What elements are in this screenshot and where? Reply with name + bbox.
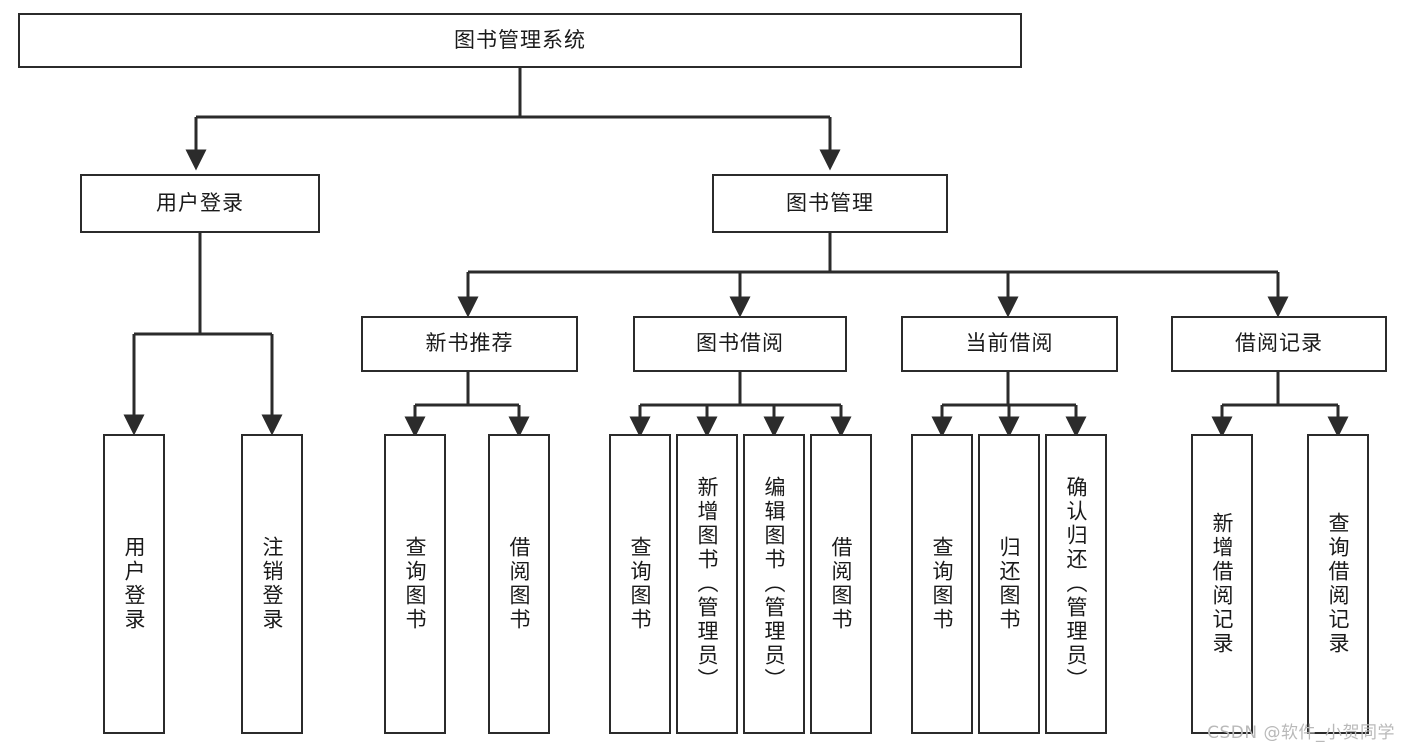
node-borrow-records-label: 借阅记录	[1235, 331, 1323, 356]
node-leaf-borrow-book-new[interactable]: 借阅图书	[488, 434, 550, 734]
node-leaf-borrow-book-new-label: 借阅图书	[507, 536, 532, 632]
node-book-borrow[interactable]: 图书借阅	[633, 316, 847, 372]
node-leaf-logout-label: 注销登录	[260, 536, 285, 632]
node-leaf-query-book-borrow-label: 查询图书	[628, 536, 653, 632]
node-leaf-query-book-new[interactable]: 查询图书	[384, 434, 446, 734]
node-leaf-query-book-current-label: 查询图书	[930, 536, 955, 632]
node-leaf-query-book-current[interactable]: 查询图书	[911, 434, 973, 734]
node-leaf-add-book-admin-label: 新增图书（管理员）	[695, 476, 720, 692]
node-leaf-confirm-return-admin[interactable]: 确认归还（管理员）	[1045, 434, 1107, 734]
node-leaf-query-borrow-record[interactable]: 查询借阅记录	[1307, 434, 1369, 734]
node-book-management[interactable]: 图书管理	[712, 174, 948, 233]
node-leaf-query-book-new-label: 查询图书	[403, 536, 428, 632]
node-leaf-query-borrow-record-label: 查询借阅记录	[1326, 512, 1351, 656]
node-new-book-recommend-label: 新书推荐	[425, 331, 514, 356]
node-leaf-add-borrow-record-label: 新增借阅记录	[1210, 512, 1235, 656]
node-current-borrow[interactable]: 当前借阅	[901, 316, 1118, 372]
node-borrow-records[interactable]: 借阅记录	[1171, 316, 1387, 372]
node-leaf-return-book-label: 归还图书	[997, 536, 1022, 632]
node-current-borrow-label: 当前借阅	[965, 331, 1054, 356]
node-leaf-confirm-return-admin-label: 确认归还（管理员）	[1064, 476, 1089, 692]
node-user-login-label: 用户登录	[156, 190, 244, 215]
node-book-borrow-label: 图书借阅	[696, 331, 784, 356]
node-user-login[interactable]: 用户登录	[80, 174, 320, 233]
node-leaf-borrow-book-label: 借阅图书	[829, 536, 854, 632]
node-root[interactable]: 图书管理系统	[18, 13, 1022, 68]
node-leaf-user-login[interactable]: 用户登录	[103, 434, 165, 734]
node-leaf-query-book-borrow[interactable]: 查询图书	[609, 434, 671, 734]
node-leaf-logout[interactable]: 注销登录	[241, 434, 303, 734]
node-root-label: 图书管理系统	[454, 27, 586, 52]
node-leaf-return-book[interactable]: 归还图书	[978, 434, 1040, 734]
node-leaf-borrow-book[interactable]: 借阅图书	[810, 434, 872, 734]
node-book-management-label: 图书管理	[786, 190, 874, 215]
node-leaf-user-login-label: 用户登录	[122, 536, 147, 632]
node-leaf-add-book-admin[interactable]: 新增图书（管理员）	[676, 434, 738, 734]
node-new-book-recommend[interactable]: 新书推荐	[361, 316, 578, 372]
node-leaf-add-borrow-record[interactable]: 新增借阅记录	[1191, 434, 1253, 734]
node-leaf-edit-book-admin[interactable]: 编辑图书（管理员）	[743, 434, 805, 734]
node-leaf-edit-book-admin-label: 编辑图书（管理员）	[762, 476, 787, 692]
